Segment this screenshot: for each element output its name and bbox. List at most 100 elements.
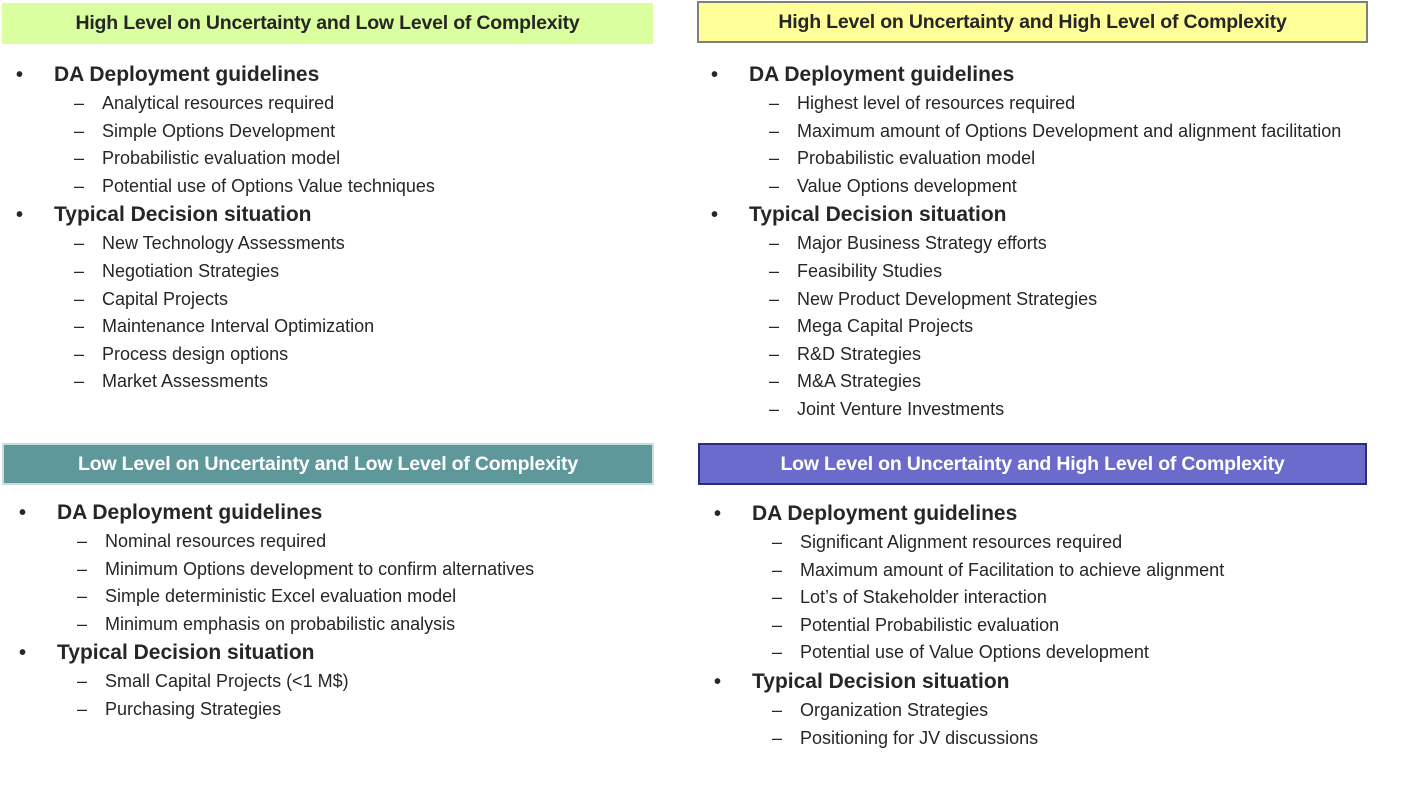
section-heading-text: DA Deployment guidelines [752, 502, 1018, 525]
list-item-text: Minimum Options development to confirm a… [105, 558, 535, 579]
list-item: –Maximum amount of Options Development a… [697, 118, 1368, 146]
dash-icon: – [74, 288, 85, 309]
list-item: –Process design options [2, 341, 653, 369]
dash-icon: – [772, 587, 783, 608]
list-item-text: Maintenance Interval Optimization [102, 316, 375, 337]
bullet-icon: • [19, 642, 27, 665]
list-item: –Minimum emphasis on probabilistic analy… [5, 611, 657, 639]
section-heading: • Typical Decision situation [700, 667, 1369, 697]
section-heading: • Typical Decision situation [697, 200, 1368, 230]
list-item-text: Maximum amount of Options Development an… [797, 120, 1342, 141]
dash-icon: – [77, 671, 88, 692]
list-item: –Probabilistic evaluation model [2, 145, 653, 173]
dash-icon: – [74, 93, 85, 113]
list-item: –Potential use of Value Options developm… [700, 639, 1369, 667]
list-item-text: Simple Options Development [102, 120, 336, 141]
quadrant-header: Low Level on Uncertainty and Low Level o… [2, 443, 654, 485]
list-item-text: Highest level of resources required [797, 93, 1076, 113]
dash-icon: – [77, 558, 88, 579]
list-item: –M&A Strategies [697, 368, 1368, 396]
dash-icon: – [769, 343, 780, 364]
dash-icon: – [74, 175, 85, 196]
list-item: –Simple deterministic Excel evaluation m… [5, 583, 657, 611]
list-item: –Capital Projects [2, 286, 653, 314]
list-item: –Nominal resources required [5, 528, 657, 556]
quadrant-body: • DA Deployment guidelines –Nominal reso… [5, 485, 657, 724]
dash-icon: – [769, 148, 780, 169]
section-heading-text: DA Deployment guidelines [54, 63, 320, 86]
list-item: –Mega Capital Projects [697, 313, 1368, 341]
list-item: –New Technology Assessments [2, 230, 653, 258]
list-item: –New Product Development Strategies [697, 286, 1368, 314]
list-item: –Positioning for JV discussions [700, 725, 1369, 753]
list-item-text: Negotiation Strategies [102, 260, 280, 281]
list-item-text: R&D Strategies [797, 343, 922, 364]
dash-icon: – [772, 614, 783, 635]
quadrant-header: High Level on Uncertainty and High Level… [697, 1, 1368, 43]
list-item: –Analytical resources required [2, 90, 653, 118]
section-heading: • DA Deployment guidelines [697, 60, 1368, 90]
list-item-text: Joint Venture Investments [797, 398, 1005, 419]
list-item-text: Analytical resources required [102, 93, 335, 113]
list-item-text: Positioning for JV discussions [800, 727, 1039, 748]
dash-icon: – [769, 398, 780, 419]
dash-icon: – [772, 642, 783, 663]
list-item: –Minimum Options development to confirm … [5, 556, 657, 584]
list-item-text: Purchasing Strategies [105, 698, 282, 719]
section-heading: • DA Deployment guidelines [5, 498, 657, 528]
list-item-text: Process design options [102, 343, 289, 364]
quadrant-body: • DA Deployment guidelines –Analytical r… [2, 44, 653, 396]
dash-icon: – [769, 371, 780, 392]
list-item-text: Simple deterministic Excel evaluation mo… [105, 586, 457, 607]
list-item-text: Feasibility Studies [797, 260, 943, 281]
quadrant-high-uncertainty-low-complexity: High Level on Uncertainty and Low Level … [2, 3, 653, 396]
bullet-icon: • [714, 670, 722, 693]
list-item: –Significant Alignment resources require… [700, 529, 1369, 557]
dash-icon: – [74, 316, 85, 337]
list-item: –Negotiation Strategies [2, 258, 653, 286]
section-heading: • Typical Decision situation [5, 638, 657, 668]
list-item-text: Potential use of Value Options developme… [800, 642, 1149, 663]
list-item: –Potential use of Options Value techniqu… [2, 173, 653, 201]
list-item: –R&D Strategies [697, 341, 1368, 369]
quadrant-body: • DA Deployment guidelines –Highest leve… [697, 43, 1368, 424]
list-item-text: Market Assessments [102, 371, 269, 392]
list-item: –Maintenance Interval Optimization [2, 313, 653, 341]
list-item-text: Probabilistic evaluation model [797, 148, 1036, 169]
dash-icon: – [769, 120, 780, 141]
bullet-icon: • [19, 502, 27, 524]
list-item: –Potential Probabilistic evaluation [700, 612, 1369, 640]
dash-icon: – [769, 175, 780, 196]
list-item-text: Minimum emphasis on probabilistic analys… [105, 613, 456, 634]
dash-icon: – [769, 288, 780, 309]
section-heading: • Typical Decision situation [2, 200, 653, 230]
quadrant-high-uncertainty-high-complexity: High Level on Uncertainty and High Level… [697, 1, 1368, 424]
dash-icon: – [77, 698, 88, 719]
list-item: –Value Options development [697, 173, 1368, 201]
quadrant-body: • DA Deployment guidelines –Significant … [700, 485, 1369, 752]
list-item-text: Lot’s of Stakeholder interaction [800, 587, 1047, 608]
list-item: –Organization Strategies [700, 697, 1369, 725]
dash-icon: – [772, 699, 783, 720]
list-item: –Lot’s of Stakeholder interaction [700, 584, 1369, 612]
section-heading-text: Typical Decision situation [749, 203, 1007, 227]
dash-icon: – [74, 120, 85, 141]
list-item-text: Major Business Strategy efforts [797, 233, 1047, 254]
bullet-icon: • [16, 64, 24, 86]
list-item-text: Small Capital Projects (<1 M$) [105, 671, 349, 692]
list-item-text: New Product Development Strategies [797, 288, 1098, 309]
list-item: –Maximum amount of Facilitation to achie… [700, 557, 1369, 585]
quadrant-header: High Level on Uncertainty and Low Level … [2, 3, 653, 44]
bullet-icon: • [711, 64, 719, 86]
dash-icon: – [74, 148, 85, 169]
bullet-icon: • [714, 503, 722, 525]
list-item-text: M&A Strategies [797, 371, 922, 392]
dash-icon: – [769, 316, 780, 337]
quadrant-header: Low Level on Uncertainty and High Level … [698, 443, 1367, 485]
bullet-icon: • [711, 204, 719, 227]
section-heading-text: Typical Decision situation [57, 641, 315, 665]
list-item: –Major Business Strategy efforts [697, 230, 1368, 258]
bullet-icon: • [16, 204, 24, 227]
quadrant-low-uncertainty-high-complexity: Low Level on Uncertainty and High Level … [698, 443, 1367, 752]
dash-icon: – [769, 260, 780, 281]
